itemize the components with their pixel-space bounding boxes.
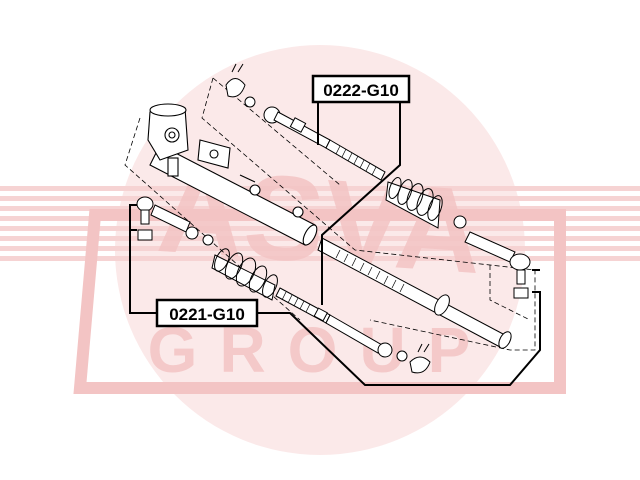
callout-lower: 0221-G10 bbox=[155, 298, 259, 328]
lower-boot bbox=[211, 248, 278, 301]
part-number-lower: 0221-G10 bbox=[169, 305, 245, 324]
callout-lower-box bbox=[155, 298, 259, 328]
leader-upper-right bbox=[321, 100, 401, 305]
upper-washer bbox=[244, 96, 256, 108]
lower-inner-tie-rod bbox=[275, 287, 431, 374]
upper-clamp bbox=[225, 78, 246, 98]
upper-nut bbox=[453, 215, 467, 229]
left-outer-tie-rod-end bbox=[136, 196, 214, 246]
lower-clamp bbox=[409, 356, 431, 374]
callout-upper: 0222-G10 bbox=[311, 74, 411, 104]
leader-lower-left bbox=[129, 204, 157, 314]
upper-boot bbox=[385, 177, 467, 229]
watermark-banner bbox=[73, 209, 566, 394]
leader-lower-right bbox=[258, 291, 541, 386]
callout-upper-box bbox=[311, 74, 411, 104]
center-rack bbox=[317, 237, 512, 349]
leader-lines bbox=[129, 100, 541, 386]
part-number-upper: 0222-G10 bbox=[323, 81, 399, 100]
rack-housing bbox=[147, 103, 318, 246]
upper-inner-tie-rod bbox=[225, 63, 386, 181]
right-outer-tie-rod-end bbox=[464, 231, 531, 299]
